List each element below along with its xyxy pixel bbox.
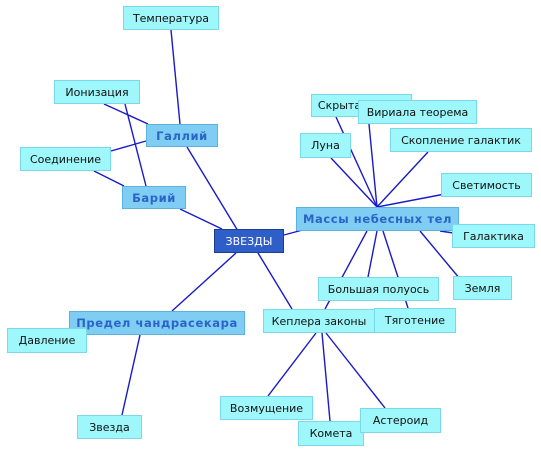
leaf-node-pressure[interactable]: Давление: [7, 328, 87, 353]
edge-celestial-cluster: [376, 151, 429, 208]
leaf-node-galaxy-cluster[interactable]: Скопление галактик: [390, 128, 532, 152]
leaf-node-temperature[interactable]: Температура: [123, 6, 219, 30]
hub-node-barium[interactable]: Барий: [122, 186, 186, 209]
leaf-node-ionization[interactable]: Ионизация: [54, 80, 140, 104]
edge-gallium-compound: [110, 140, 147, 152]
hub-node-kepler-laws[interactable]: Кеплера законы: [263, 309, 375, 333]
edge-chandrasekhar-star: [121, 334, 141, 416]
leaf-node-semi-major-axis[interactable]: Большая полуось: [318, 277, 439, 301]
leaf-node-virial-theorem[interactable]: Вириала теорема: [358, 100, 477, 124]
leaf-node-moon[interactable]: Луна: [300, 133, 351, 158]
leaf-node-comet[interactable]: Комета: [298, 421, 364, 446]
edge-kepler-perturbation: [267, 332, 317, 397]
leaf-node-earth[interactable]: Земля: [453, 276, 512, 300]
edge-celestial-earth: [419, 230, 461, 280]
leaf-node-star[interactable]: Звезда: [77, 415, 142, 439]
edge-root-chandrasekhar: [171, 252, 237, 312]
edge-celestial-luminosity: [376, 193, 446, 208]
edge-root-kepler: [257, 252, 293, 310]
edge-gallium-ionization: [103, 103, 149, 125]
edge-gallium-temperature: [170, 29, 181, 125]
hub-node-chandrasekhar-limit[interactable]: Предел чандрасекара: [69, 311, 245, 335]
edge-kepler-comet: [321, 332, 331, 422]
edge-barium-compound: [93, 170, 125, 187]
leaf-node-asteroid[interactable]: Астероид: [360, 408, 441, 433]
edge-celestial-hidden: [335, 116, 378, 208]
leaf-node-gravitation[interactable]: Тяготение: [374, 308, 456, 333]
hub-node-celestial-masses[interactable]: Массы небесных тел: [296, 207, 459, 231]
edge-celestial-semimajor: [367, 230, 378, 278]
edge-celestial-moon: [330, 157, 378, 208]
leaf-node-galaxy[interactable]: Галактика: [452, 224, 535, 248]
edge-kepler-asteroid: [325, 332, 386, 409]
edge-barium-ionization: [124, 103, 147, 187]
root-node[interactable]: ЗВЕЗДЫ: [214, 229, 284, 253]
leaf-node-luminosity[interactable]: Светимость: [441, 173, 532, 197]
leaf-node-perturbation[interactable]: Возмущение: [220, 396, 313, 420]
leaf-node-compound[interactable]: Соединение: [20, 147, 111, 171]
edge-root-gallium: [186, 146, 239, 232]
edge-celestial-virial: [368, 123, 378, 208]
hub-node-gallium[interactable]: Галлий: [146, 124, 218, 147]
edge-root-barium: [179, 208, 223, 230]
